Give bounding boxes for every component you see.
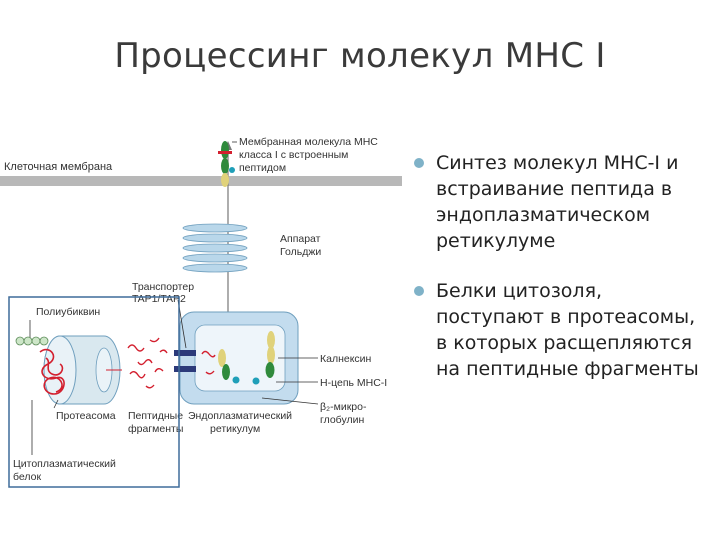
- er-mhc-molecule-2: [252, 331, 275, 385]
- label-er-1: Эндоплазматический: [188, 410, 292, 422]
- bullet-list: Синтез молекул МНС-I и встраивание пепти…: [412, 150, 712, 406]
- bullet-text: Белки цитозоля, поступают в протеасомы, …: [436, 280, 699, 380]
- label-cytoplasmic-protein-1: Цитоплазматический: [13, 458, 116, 470]
- bullet-dot-icon: [414, 158, 424, 168]
- label-h-chain: Н-цепь МНС-I: [320, 377, 387, 389]
- label-golgi-2: Гольджи: [280, 246, 321, 258]
- bullet-item: Синтез молекул МНС-I и встраивание пепти…: [412, 150, 712, 254]
- bullet-item: Белки цитозоля, поступают в протеасомы, …: [412, 278, 712, 382]
- cytoplasm-frame: [8, 296, 180, 488]
- tap-transporter-top: [174, 350, 196, 356]
- label-membrane-mhc-2: класса I с встроенным: [239, 149, 348, 161]
- label-transporter-2: TAP1/TAP2: [132, 293, 186, 305]
- left-accent-bar: [0, 0, 8, 540]
- cytoplasmic-protein: [39, 348, 65, 395]
- label-b2m-2: глобулин: [320, 414, 364, 426]
- label-transporter-1: Транспортер: [132, 281, 194, 293]
- label-b2m-1: β₂-микро-: [320, 401, 367, 413]
- cell-membrane: [0, 176, 402, 186]
- bullet-text: Синтез молекул МНС-I и встраивание пепти…: [436, 152, 679, 252]
- polyubiquitin-chain: [15, 336, 49, 346]
- label-calnexin: Калнексин: [320, 353, 372, 365]
- label-membrane-mhc-1: Мембранная молекула МНС: [239, 136, 378, 148]
- peptide-fragments: [127, 337, 216, 389]
- label-golgi-1: Аппарат: [280, 233, 321, 245]
- bullet-dot-icon: [414, 286, 424, 296]
- label-peptide-fragments-2: фрагменты: [128, 423, 183, 435]
- label-membrane-mhc-3: пептидом: [239, 162, 286, 174]
- label-peptide-fragments-1: Пептидные: [128, 410, 183, 422]
- label-proteasome: Протеасома: [56, 410, 116, 422]
- label-cytoplasmic-protein-2: белок: [13, 471, 41, 483]
- tap-transporter-bottom: [174, 366, 196, 372]
- slide-title: Процессинг молекул МНС I: [114, 36, 606, 76]
- membrane-mhc-molecule: [218, 141, 235, 187]
- label-er-2: ретикулум: [210, 423, 260, 435]
- golgi-apparatus: [182, 223, 248, 273]
- label-polyubiquitin: Полиубиквин: [36, 306, 100, 318]
- er-mhc-molecule-1: [218, 349, 240, 384]
- label-cell-membrane: Клеточная мембрана: [4, 161, 113, 173]
- mhc-processing-diagram: Клеточная мембрана Мембранная молекула М…: [0, 125, 410, 495]
